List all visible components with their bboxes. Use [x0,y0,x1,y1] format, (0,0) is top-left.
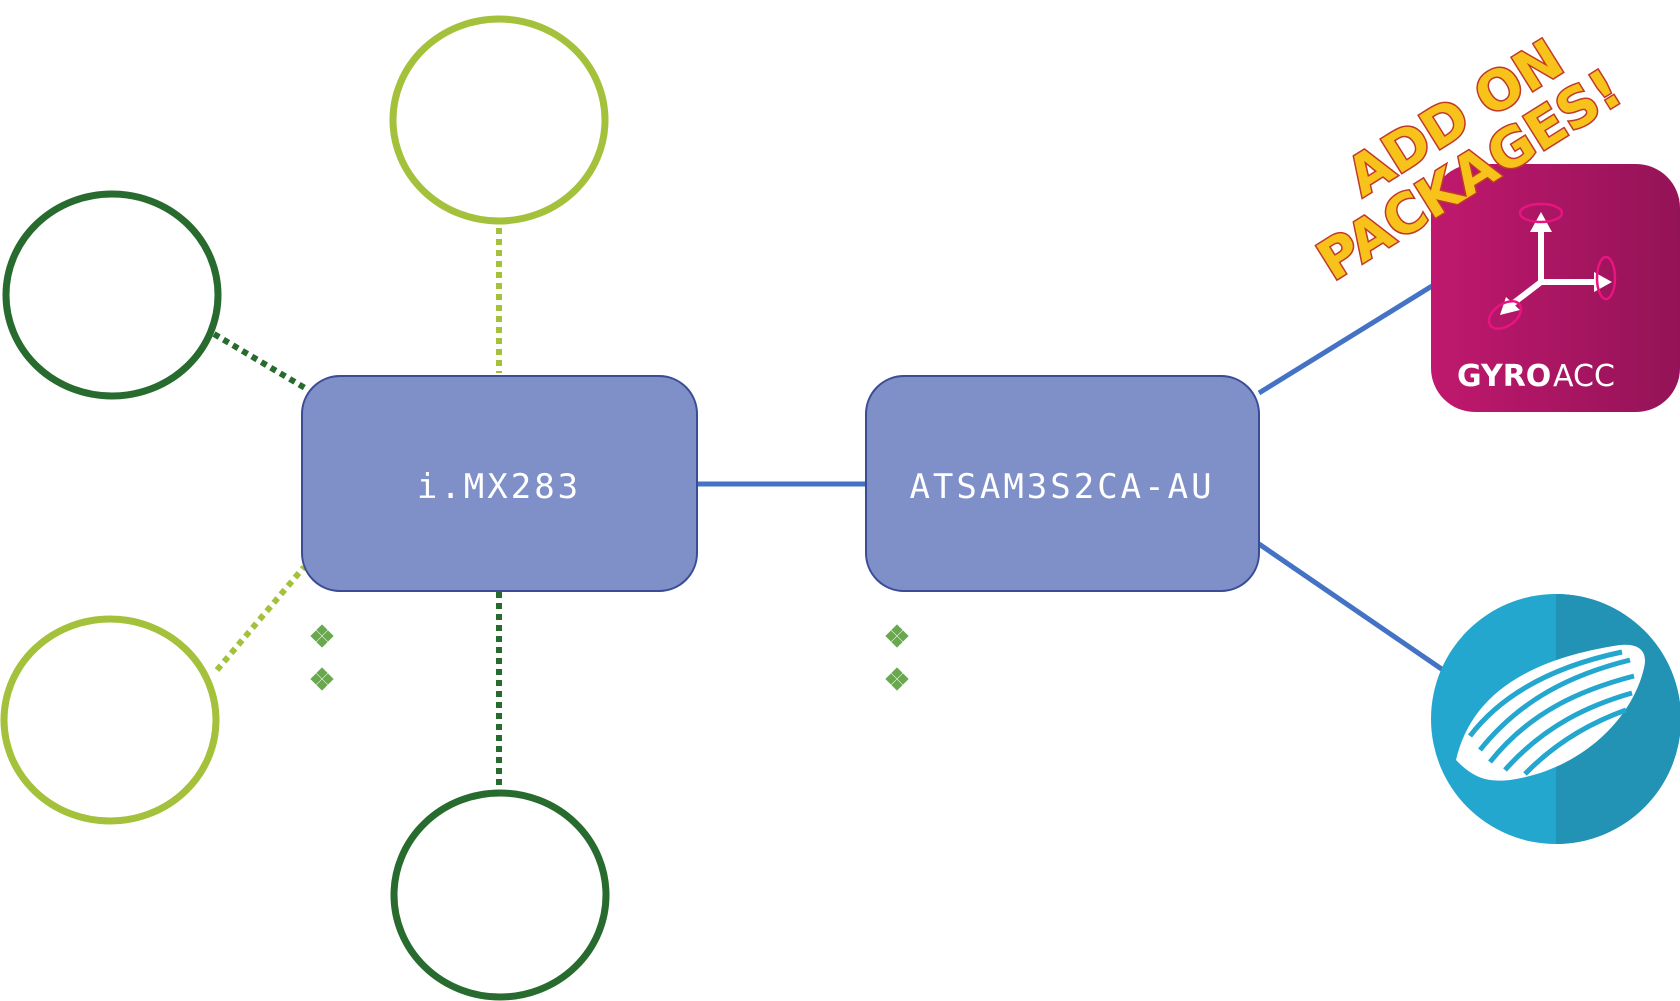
node-circle-bottom[interactable] [390,789,610,1001]
rotation-arrows-icon [1487,202,1617,330]
bullet-icon [310,667,334,691]
chip-atsam3s2ca[interactable]: ATSAM3S2CA-AU [865,375,1260,592]
bullet-icon [885,624,909,648]
bullet-icon [310,624,334,648]
muscle-fiber-icon [1456,644,1645,781]
connector-lower-left [214,565,307,672]
chip-imx283[interactable]: i.MX283 [301,375,698,592]
link-atsam-muscle [1257,541,1445,673]
gyroacc-label-acc: ACC [1553,359,1615,394]
gyroacc-label-gyro: GYRO [1457,359,1551,394]
connector-upper-left [212,331,307,391]
link-atsam-gyroacc [1257,283,1434,396]
node-circle-upper-left[interactable] [2,190,222,400]
chip-imx283-label: i.MX283 [417,467,581,507]
gyroacc-app-tile[interactable]: GYRO ACC [1431,164,1680,412]
node-circle-lower-left[interactable] [0,615,220,825]
muscle-app-icon[interactable] [1431,594,1680,844]
bullet-icon [885,667,909,691]
chip-atsam3s2ca-label: ATSAM3S2CA-AU [909,467,1214,507]
node-circle-top[interactable] [389,15,609,225]
